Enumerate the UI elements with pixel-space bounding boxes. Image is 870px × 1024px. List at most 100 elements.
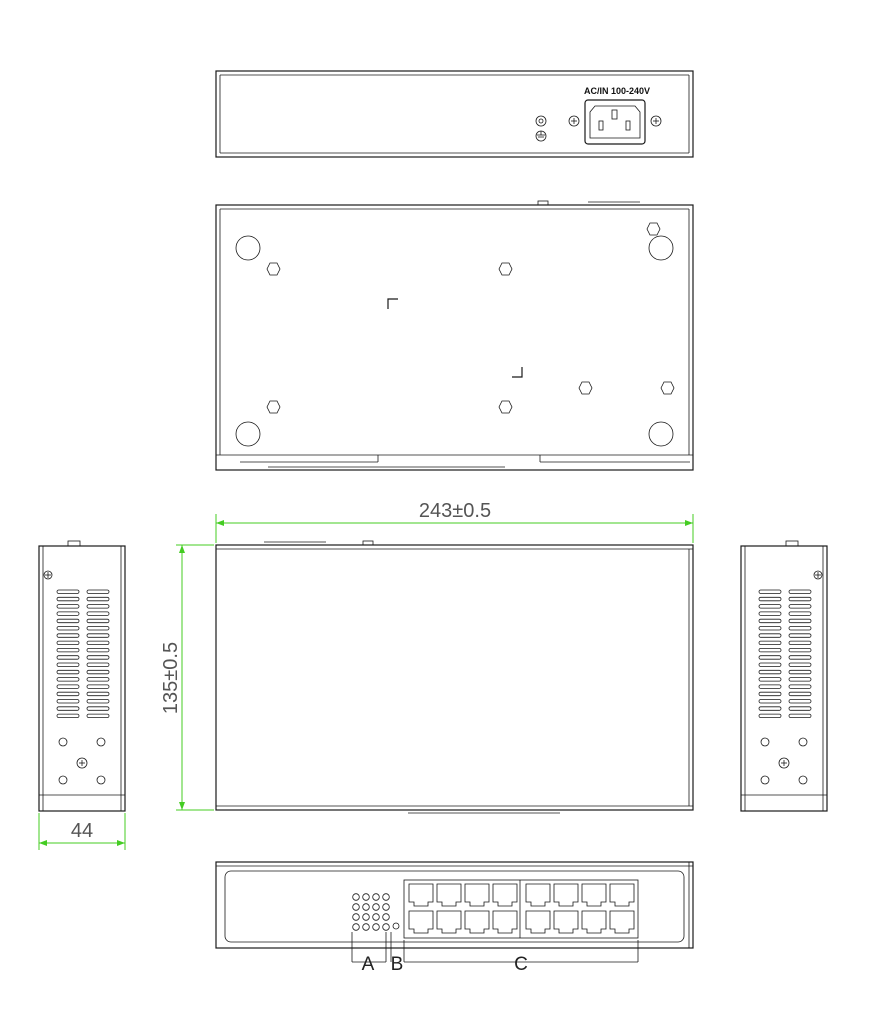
vent-slot xyxy=(56,633,80,638)
vent-slot xyxy=(788,662,812,667)
screw-icon xyxy=(778,757,790,769)
rj45-port-icon xyxy=(408,883,434,907)
screw-icon xyxy=(650,115,662,127)
vent-slot xyxy=(56,626,80,631)
rj45-ports xyxy=(408,883,635,934)
hole-icon xyxy=(96,775,106,785)
power-inlet-icon xyxy=(584,99,646,145)
screw-icon xyxy=(568,115,580,127)
led-icon xyxy=(362,923,370,931)
rj45-port-icon xyxy=(408,910,434,934)
vent-slot xyxy=(758,713,782,718)
vent-slot xyxy=(86,633,110,638)
top-view xyxy=(215,540,694,814)
rj45-port-icon xyxy=(492,910,518,934)
vent-slot xyxy=(758,648,782,653)
vent-slot xyxy=(758,699,782,704)
vent-slot xyxy=(86,684,110,689)
vent-slot xyxy=(56,640,80,645)
rj45-port-icon xyxy=(525,910,551,934)
vent-slot xyxy=(758,596,782,602)
led-icon xyxy=(382,923,390,931)
rj45-port-icon xyxy=(436,883,462,907)
hex-screw-icon xyxy=(266,400,281,414)
ventilation-slots xyxy=(758,589,812,718)
power-rating-label: AC/IN 100-240V xyxy=(584,86,650,96)
vent-slot xyxy=(86,699,110,704)
vent-slot xyxy=(788,618,812,624)
vent-slot xyxy=(758,633,782,638)
bottom-view xyxy=(215,200,694,471)
led-icon xyxy=(382,893,390,901)
hex-screw-icon xyxy=(266,262,281,276)
vent-slot xyxy=(788,604,812,609)
rj45-port-icon xyxy=(464,910,490,934)
led-icon xyxy=(382,903,390,911)
vent-slot xyxy=(788,713,812,718)
vent-slot xyxy=(56,589,80,594)
led-icon xyxy=(382,913,390,921)
hole-icon xyxy=(798,775,808,785)
vent-slot xyxy=(86,706,110,711)
led-icon xyxy=(352,923,360,931)
led-icon xyxy=(372,903,380,911)
vent-slot xyxy=(86,604,110,609)
vent-slot xyxy=(56,699,80,704)
vent-slot xyxy=(86,640,110,645)
ground-terminal-icon xyxy=(535,115,547,142)
led-icon xyxy=(372,923,380,931)
vent-slot xyxy=(788,589,812,594)
hex-screw-icon xyxy=(660,381,675,395)
rubber-foot-icon xyxy=(235,421,261,447)
front-view: A B C xyxy=(215,861,694,975)
vent-slot xyxy=(56,648,80,653)
vent-slot xyxy=(758,662,782,667)
led-icon xyxy=(362,903,370,911)
callout-c-label: C xyxy=(514,954,528,975)
rj45-port-icon xyxy=(581,910,607,934)
vent-slot xyxy=(86,596,110,602)
rubber-foot-icon xyxy=(235,235,261,261)
vent-slot xyxy=(86,618,110,624)
rj45-port-icon xyxy=(436,910,462,934)
vent-slot xyxy=(788,691,812,697)
rj45-port-icon xyxy=(492,883,518,907)
vent-slot xyxy=(788,626,812,631)
vent-slot xyxy=(86,655,110,660)
vent-slot xyxy=(788,648,812,653)
led-icon xyxy=(372,913,380,921)
vent-slot xyxy=(56,691,80,697)
hole-icon xyxy=(58,775,68,785)
left-side-view xyxy=(38,540,126,812)
ventilation-slots xyxy=(56,589,110,718)
vent-slot xyxy=(788,633,812,638)
rear-view: AC/IN 100-240V xyxy=(215,70,694,158)
led-icon xyxy=(372,893,380,901)
hole-icon xyxy=(760,737,770,747)
depth-dimension-label: 135±0.5 xyxy=(160,642,182,714)
right-side-view xyxy=(740,540,828,812)
reset-button[interactable] xyxy=(392,922,400,930)
rj45-port-icon xyxy=(609,910,635,934)
hole-icon xyxy=(760,775,770,785)
vent-slot xyxy=(56,655,80,660)
vent-slot xyxy=(758,589,782,594)
width-dimension: 243±0.5 xyxy=(215,500,694,543)
rubber-foot-icon xyxy=(648,421,674,447)
vent-slot xyxy=(86,677,110,682)
rj45-port-icon xyxy=(609,883,635,907)
corner-mark xyxy=(387,298,398,309)
hole-icon xyxy=(58,737,68,747)
vent-slot xyxy=(86,662,110,667)
hex-screw-icon xyxy=(498,262,513,276)
vent-slot xyxy=(758,669,782,675)
vent-slot xyxy=(56,713,80,718)
vent-slot xyxy=(758,691,782,697)
hole-icon xyxy=(798,737,808,747)
vent-slot xyxy=(86,669,110,675)
hole-icon xyxy=(96,737,106,747)
vent-slot xyxy=(758,618,782,624)
led-icon xyxy=(362,893,370,901)
vent-slot xyxy=(86,611,110,616)
